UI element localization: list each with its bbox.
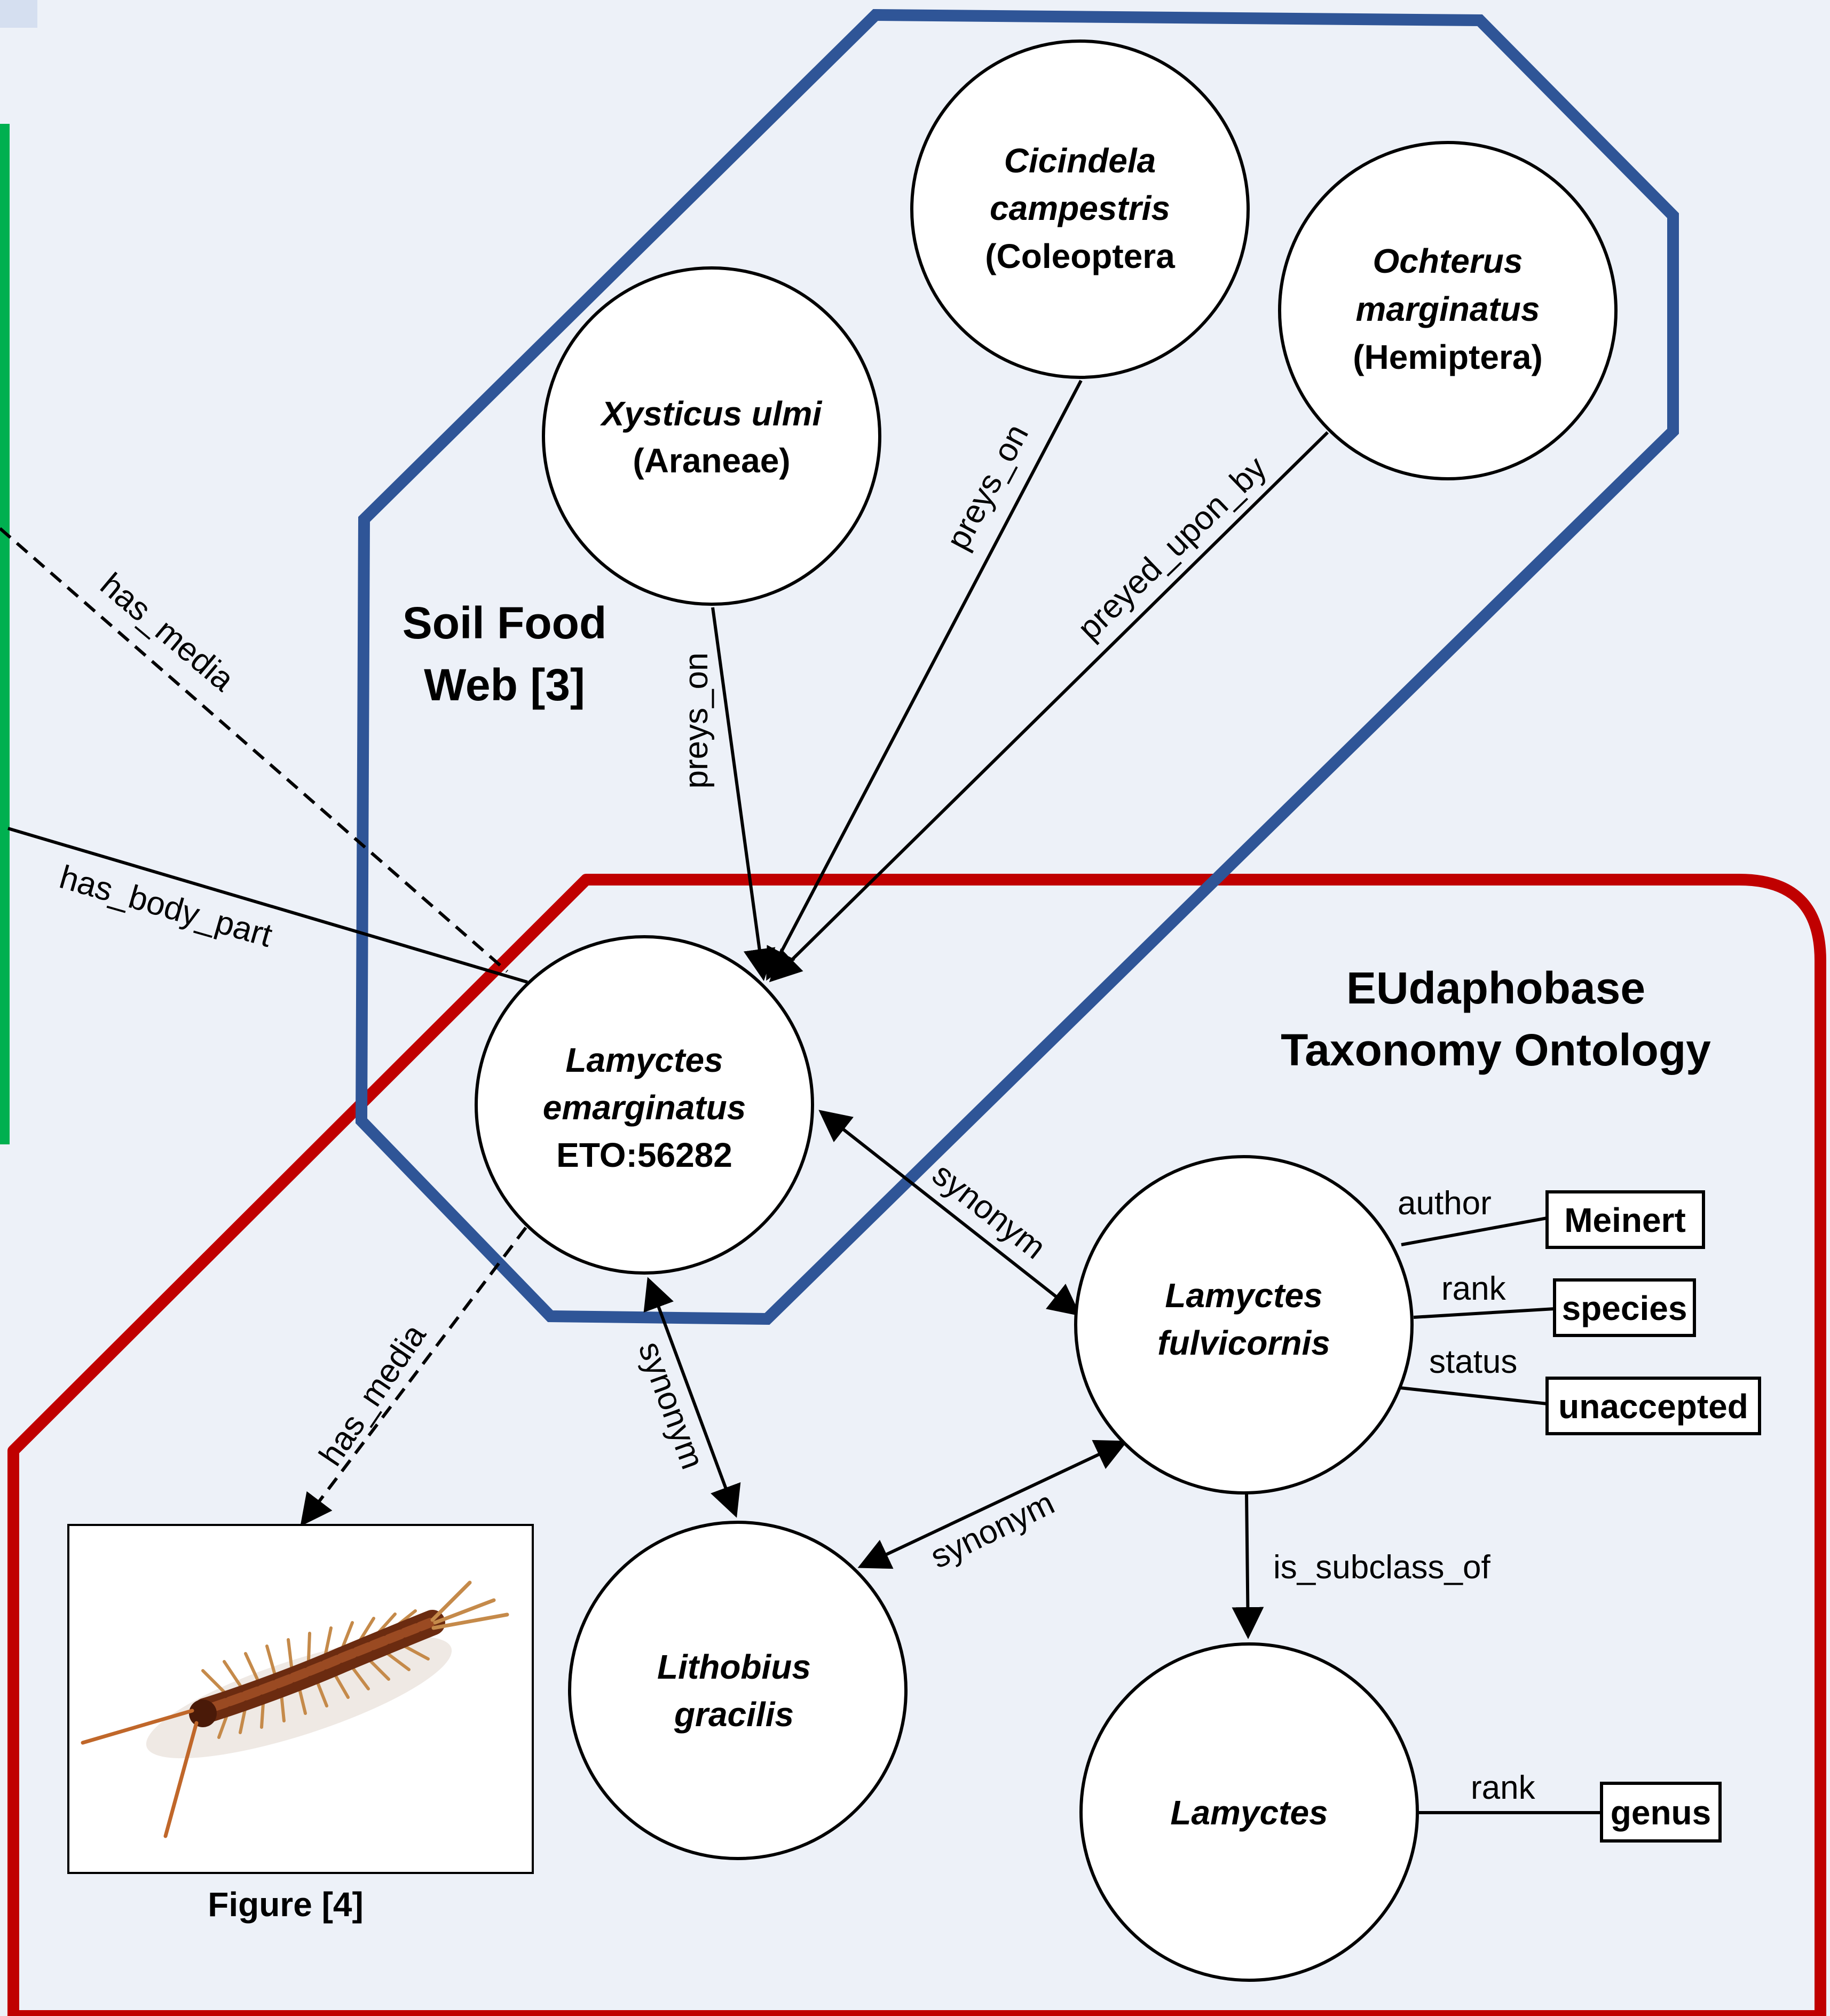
label-rank-species: rank [1441,1270,1506,1307]
label-preys-on-xysticus: preys_on [678,652,715,788]
node-lamyctes-emarginatus [475,935,814,1275]
node-xysticus-name: Xysticus ulmi [600,394,823,433]
edge-synonym-lithobius-fulvicornis [857,1440,1128,1569]
centipede-head-icon [189,1699,217,1727]
node-fulvicornis-species: fulvicornis [1157,1324,1330,1362]
edge-author [1401,1216,1548,1246]
author-value-box [1545,1190,1705,1249]
node-lamyctes-genus [1079,1642,1419,1982]
figure-caption: Figure [4] [208,1885,364,1924]
rank-value: species [1562,1289,1687,1327]
status-value-box [1545,1377,1761,1435]
node-ochterus-species: marginatus [1356,290,1540,328]
left-panel-edge [0,124,10,1144]
label-has-media-bottom: has_media [312,1317,433,1472]
figure-image [67,1524,534,1874]
edge-has-media-top [0,527,508,973]
node-lamyctes-genus-name: Lamyctes [1170,1793,1328,1832]
node-lithobius-species: gracilis [674,1695,794,1734]
node-emarginatus-species: emarginatus [543,1088,746,1127]
ontology-title-line2: Taxonomy Ontology [1281,1025,1711,1075]
edge-has-body-part [7,827,528,984]
label-synonym-lithobius-fulvicornis: synonym [925,1484,1060,1576]
ontology-title-line1: EUdaphobase [1346,963,1645,1013]
node-cicindela-campestris [910,39,1250,379]
edge-preyed-upon-by [769,431,1329,983]
label-synonym-fulvicornis: synonym [926,1156,1053,1266]
node-ochterus-marginatus [1278,141,1618,480]
edge-status [1399,1386,1548,1405]
panel-corner [0,0,37,28]
edge-is-subclass-of [1232,1492,1264,1639]
node-emarginatus-id: ETO:56282 [556,1136,732,1174]
food-web-title-line1: Soil Food [403,598,607,648]
node-cicindela-genus: Cicindela [1004,141,1156,180]
food-web-title-line2: Web [3] [424,660,585,710]
node-lithobius-gracilis [568,1521,908,1860]
edge-has-media-bottom [300,1227,527,1527]
author-value: Meinert [1564,1201,1686,1239]
label-rank-genus: rank [1471,1769,1536,1806]
node-cicindela-order: (Coleoptera [985,237,1175,275]
node-xysticus-order: (Araneae) [633,441,790,480]
edge-preys-on-cicindela [766,380,1083,981]
label-preys-on-cicindela: preys_on [940,418,1036,556]
node-fulvicornis-genus: Lamyctes [1165,1276,1322,1315]
node-emarginatus-genus: Lamyctes [565,1041,723,1079]
edge-synonym-lithobius [643,1277,741,1518]
node-lamyctes-fulvicornis [1074,1155,1414,1495]
label-is-subclass-of: is_subclass_of [1273,1549,1490,1586]
edge-synonym-fulvicornis [818,1110,1081,1316]
label-preyed-upon-by: preyed_upon_by [1071,449,1274,647]
rank-value-box [1553,1278,1696,1337]
edge-rank-species [1413,1307,1555,1319]
genus-rank-value: genus [1611,1793,1711,1832]
food-web-region [355,9,1679,1325]
label-author: author [1398,1185,1492,1222]
node-xysticus-ulmi [542,266,881,606]
label-has-body-part: has_body_part [56,859,276,954]
centipede-legs-icon [201,1609,430,1739]
status-value: unaccepted [1558,1387,1748,1426]
label-status: status [1429,1343,1517,1380]
label-synonym-lithobius: synonym [631,1337,711,1474]
node-ochterus-order: (Hemiptera) [1353,338,1543,376]
node-lithobius-genus: Lithobius [657,1648,811,1686]
node-ochterus-genus: Ochterus [1373,242,1523,280]
ontology-region [7,874,1826,2016]
label-has-media-top: has_media [93,566,241,698]
genus-rank-value-box [1600,1782,1722,1843]
edge-preys-on-xysticus [711,607,776,981]
node-cicindela-species: campestris [990,189,1170,227]
